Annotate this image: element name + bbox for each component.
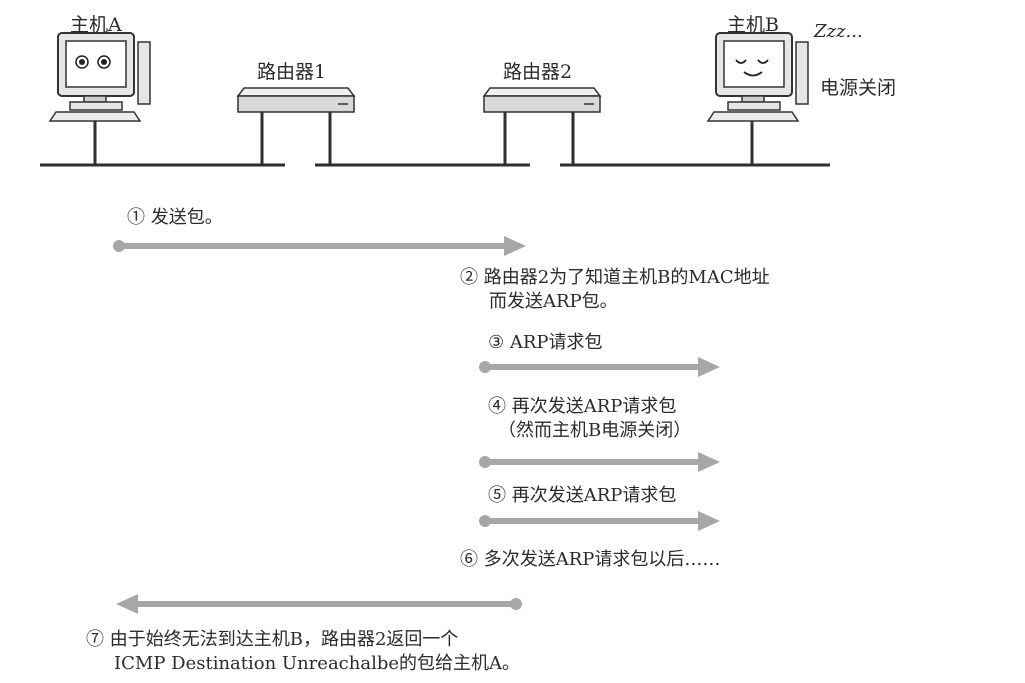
- step-2-text: 路由器2为了知道主机B的MAC地址: [483, 267, 770, 288]
- arrow-step-4: [479, 452, 720, 472]
- step-4-text: 再次发送ARP请求包: [511, 396, 677, 417]
- arrow-step-5: [479, 511, 720, 531]
- host-b-sleeping-computer-icon: [706, 32, 809, 165]
- sleep-text: Zzz...: [814, 21, 863, 42]
- router-2-icon: [482, 87, 602, 165]
- arrow-step-3: [479, 357, 720, 377]
- step-6-number: ⑥: [460, 549, 478, 570]
- step-7-label: ⑦ 由于始终无法到达主机B，路由器2返回一个 ICMP Destination …: [86, 628, 520, 676]
- step-4-number: ④: [488, 396, 506, 417]
- step-5-text: 再次发送ARP请求包: [511, 485, 677, 506]
- step-6-text: 多次发送ARP请求包以后……: [483, 549, 721, 570]
- router-1-label: 路由器1: [257, 61, 327, 83]
- arrow-step-7-return: [116, 594, 522, 614]
- step-4-text-line2: （然而主机B电源关闭）: [498, 420, 692, 441]
- step-2-label: ② 路由器2为了知道主机B的MAC地址 而发送ARP包。: [460, 266, 770, 314]
- step-1-label: ① 发送包。: [127, 206, 223, 230]
- step-1-number: ①: [127, 207, 145, 228]
- step-2-number: ②: [460, 267, 478, 288]
- step-6-label: ⑥ 多次发送ARP请求包以后……: [460, 548, 720, 572]
- step-3-text: ARP请求包: [509, 332, 603, 353]
- step-1-text: 发送包。: [150, 207, 223, 228]
- step-7-number: ⑦: [86, 629, 104, 650]
- host-a-label: 主机A: [70, 14, 122, 36]
- step-2-text-line2: 而发送ARP包。: [489, 291, 618, 312]
- step-5-label: ⑤ 再次发送ARP请求包: [488, 484, 676, 508]
- router-1-icon: [236, 87, 356, 165]
- step-3-label: ③ ARP请求包: [488, 331, 603, 355]
- host-a-computer-icon: [48, 32, 151, 165]
- step-7-text: 由于始终无法到达主机B，路由器2返回一个: [109, 629, 459, 650]
- step-3-number: ③: [488, 332, 505, 353]
- host-b-power-status: 电源关闭: [820, 77, 897, 99]
- router-2-label: 路由器2: [503, 61, 573, 83]
- step-7-text-line2: ICMP Destination Unreachalbe的包给主机A。: [114, 653, 521, 674]
- arrow-step-1: [113, 236, 526, 256]
- step-5-number: ⑤: [488, 485, 506, 506]
- host-b-label: 主机B: [727, 14, 779, 36]
- step-4-label: ④ 再次发送ARP请求包 （然而主机B电源关闭）: [488, 395, 691, 443]
